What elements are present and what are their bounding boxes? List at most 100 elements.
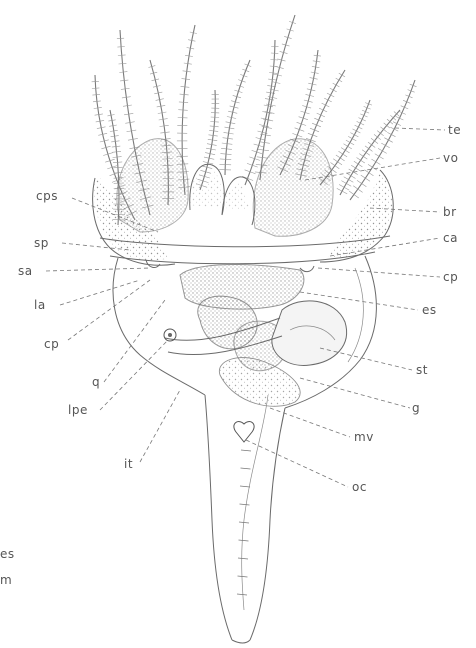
label-sa: sa bbox=[18, 264, 33, 278]
tentacle-pinnule bbox=[117, 47, 124, 48]
tentacle-pinnule bbox=[119, 63, 127, 64]
tentacle-pinnule bbox=[365, 146, 373, 152]
stalk-tick bbox=[237, 594, 247, 595]
vestibule-lobe-left bbox=[117, 139, 188, 232]
tentacle-pinnule bbox=[220, 164, 232, 165]
tentacle-pinnule bbox=[381, 143, 389, 148]
stalk-tick bbox=[239, 540, 249, 541]
lead-sa bbox=[46, 268, 150, 271]
tentacle-pinnule bbox=[344, 144, 352, 149]
tentacle-pinnule bbox=[210, 122, 219, 123]
tentacle-pinnule bbox=[341, 181, 351, 187]
label-cp-right: cp bbox=[443, 270, 458, 284]
lead-oc bbox=[246, 440, 348, 487]
tentacle-pinnule bbox=[362, 150, 370, 155]
stomach bbox=[272, 301, 347, 366]
tentacle-pinnule bbox=[341, 148, 349, 153]
label-te: te bbox=[448, 123, 461, 137]
tentacle-pinnule bbox=[374, 134, 381, 139]
lead-cp-right bbox=[318, 268, 440, 277]
vestibule-lobe-right bbox=[253, 139, 333, 236]
tentacle-pinnule bbox=[92, 94, 100, 95]
tentacle-pinnule bbox=[180, 94, 189, 95]
label-es: es bbox=[422, 303, 437, 317]
label-lpe: lpe bbox=[68, 403, 88, 417]
lead-g bbox=[300, 378, 410, 408]
label-vo: vo bbox=[443, 151, 458, 165]
tentacle-pinnule bbox=[337, 188, 347, 194]
tentacle-pinnule bbox=[344, 177, 354, 183]
tentacle-pinnule bbox=[368, 142, 375, 147]
tentacle-pinnule bbox=[327, 93, 334, 97]
tentacle-pinnule bbox=[355, 125, 363, 129]
tentacle-pinnule bbox=[387, 132, 395, 136]
tentacle-pinnule bbox=[364, 170, 373, 176]
tentacle-pinnule bbox=[113, 167, 122, 168]
stalk-tick bbox=[240, 504, 250, 505]
tentacle-stem bbox=[225, 60, 250, 175]
tentacle-pinnule bbox=[372, 159, 381, 164]
tentacle-pinnule bbox=[322, 103, 330, 107]
stalk-segment-ticks bbox=[237, 450, 251, 595]
tentacle-pinnule bbox=[336, 155, 345, 161]
stalk-organ bbox=[234, 422, 254, 442]
stalk-tick bbox=[241, 468, 251, 469]
tentacle-pinnule bbox=[113, 162, 122, 163]
label-m-lower-left: m bbox=[0, 573, 12, 587]
label-la: la bbox=[34, 298, 46, 312]
label-sp: sp bbox=[34, 236, 49, 250]
label-es-lower-left: es bbox=[0, 547, 15, 561]
lead-lpe bbox=[100, 340, 168, 410]
tentacle-pinnule bbox=[354, 161, 363, 167]
tentacle-pinnule bbox=[393, 122, 401, 126]
stalk-right bbox=[250, 408, 285, 640]
tentacle-pinnule bbox=[349, 191, 359, 198]
stalk-tick bbox=[238, 558, 248, 559]
label-it: it bbox=[124, 457, 133, 471]
tentacle-pinnule bbox=[361, 175, 370, 181]
label-mv: mv bbox=[354, 430, 374, 444]
label-ca: ca bbox=[443, 231, 458, 245]
tentacle-pinnule bbox=[350, 133, 358, 137]
cp-right-mark bbox=[300, 266, 314, 272]
stalk-left bbox=[205, 395, 232, 640]
left-pore-center bbox=[168, 333, 172, 337]
tentacle-pinnule bbox=[333, 159, 342, 165]
cup-right-inner bbox=[348, 268, 363, 362]
tentacle-pinnule bbox=[319, 108, 327, 112]
tentacle-pinnule bbox=[339, 151, 348, 157]
stalk-tick bbox=[239, 522, 249, 523]
tentacle-pinnule bbox=[178, 110, 187, 111]
tentacle-pinnule bbox=[357, 180, 366, 186]
stalk-tick bbox=[240, 486, 250, 487]
tentacle-pinnule bbox=[270, 60, 278, 61]
tentacle-pinnule bbox=[339, 185, 349, 191]
lead-q bbox=[104, 300, 165, 382]
tentacle-pinnule bbox=[353, 186, 362, 193]
internal-organs bbox=[146, 260, 347, 406]
central-stipple bbox=[188, 170, 250, 210]
label-oc: oc bbox=[352, 480, 367, 494]
gland bbox=[219, 358, 300, 407]
tentacle-pinnule bbox=[333, 83, 340, 87]
tentacle-pinnule bbox=[331, 163, 340, 169]
stalk bbox=[205, 395, 285, 643]
label-br: br bbox=[443, 205, 457, 219]
stalk-tick bbox=[241, 450, 251, 451]
lead-te bbox=[395, 128, 445, 130]
tentacle-pinnule bbox=[179, 102, 188, 103]
label-q: q bbox=[92, 375, 100, 389]
tentacle-pinnule bbox=[375, 154, 384, 159]
right-lobe-stipple bbox=[328, 172, 392, 258]
stalk-thread bbox=[242, 395, 268, 610]
tentacle-pinnule bbox=[357, 158, 365, 164]
tentacle-pinnule bbox=[380, 127, 386, 132]
tentacle-pinnule bbox=[384, 138, 392, 143]
tentacle-pinnule bbox=[324, 98, 332, 102]
tentacle-pinnule bbox=[359, 154, 367, 160]
tentacle-pinnule bbox=[220, 159, 231, 160]
tentacle-pinnule bbox=[351, 165, 360, 171]
tentacle-pinnule bbox=[211, 117, 219, 118]
